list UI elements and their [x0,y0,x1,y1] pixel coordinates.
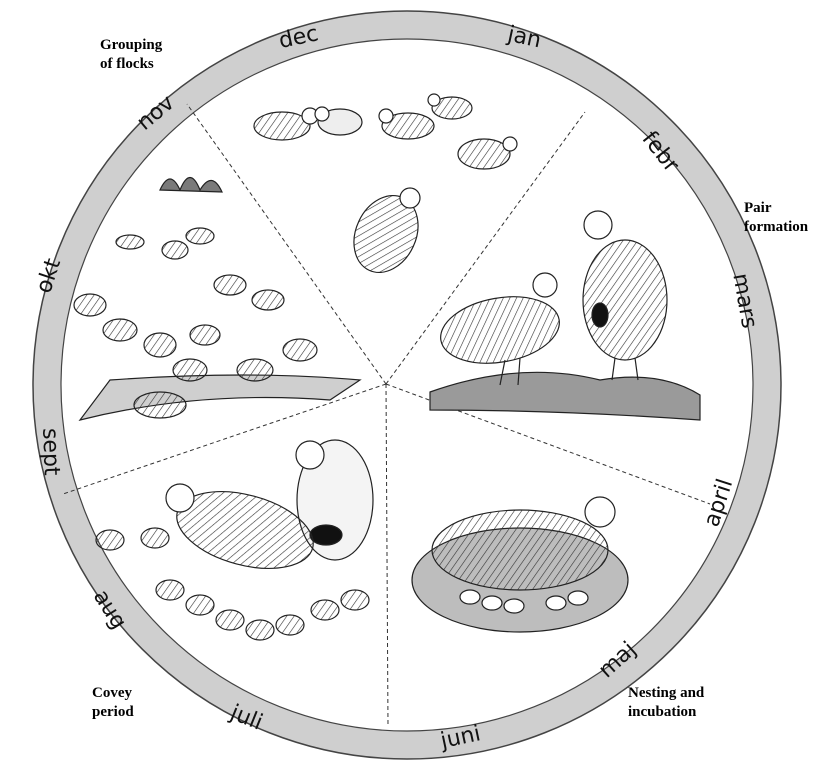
phase-label-nesting: Nesting and incubation [628,684,704,722]
phase-label-covey: Covey period [92,684,134,722]
phase-label-grouping: Grouping of flocks [100,36,162,74]
month-label-sept: sept [37,428,64,477]
phase-label-pair: Pair formation [744,199,808,237]
